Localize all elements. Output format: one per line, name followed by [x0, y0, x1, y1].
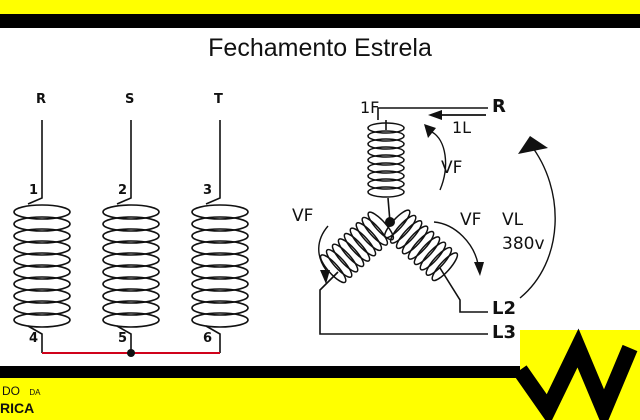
vf-right-arrow [433, 221, 479, 265]
vf-top-label: VF [441, 158, 463, 178]
top-black-band [0, 14, 640, 28]
brand-line1: DO DA [2, 384, 40, 398]
star-coil-right [383, 209, 459, 282]
terminal-6-label: 6 [203, 331, 213, 346]
neutral-point [127, 349, 135, 357]
coil-1 [13, 120, 71, 353]
phase-r-label: R [36, 92, 47, 107]
arrow-heads [320, 124, 548, 284]
vl-value-label: 380v [502, 234, 545, 254]
vf-arrows [318, 131, 556, 299]
line-l3-label: L3 [492, 322, 516, 343]
vf-left-arrow [318, 225, 329, 271]
line-r-label: R [492, 96, 506, 117]
bottom-black-band [0, 366, 640, 378]
brand-logo [513, 328, 640, 420]
line-l2-label: L2 [492, 298, 516, 319]
coil-2 [102, 120, 160, 353]
vf-left-label: VF [292, 206, 314, 226]
coil-3 [191, 120, 249, 353]
terminal-4-label: 4 [29, 331, 39, 346]
terminal-2-label: 2 [118, 183, 128, 198]
brand-line1-small: DA [29, 388, 41, 397]
terminal-1-label: 1 [29, 183, 39, 198]
vl-label: VL [502, 210, 524, 230]
coils-generated [13, 120, 249, 353]
star-coils [319, 122, 459, 284]
vf-top-arrow [431, 131, 447, 191]
line-r-wire [377, 107, 488, 120]
current-label: 1L [452, 118, 472, 137]
star-coil-top [367, 122, 405, 198]
vf-right-label: VF [460, 210, 482, 230]
coil-terminal-label: 1F [360, 98, 380, 117]
phase-t-label: T [214, 92, 223, 107]
right-star-wiring [319, 107, 488, 335]
current-arrow [428, 110, 486, 120]
brand-line2: RICA [0, 400, 35, 416]
phase-s-label: S [125, 92, 135, 107]
line-l2-wire [439, 267, 488, 313]
star-point [385, 217, 395, 227]
diagram-title: Fechamento Estrela [208, 34, 432, 62]
terminal-3-label: 3 [203, 183, 213, 198]
terminal-5-label: 5 [118, 331, 128, 346]
line-l3-wire [319, 271, 488, 335]
vl-arc [519, 143, 556, 299]
star-coil-left [319, 211, 395, 284]
brand-line1-main: DO [2, 384, 20, 398]
